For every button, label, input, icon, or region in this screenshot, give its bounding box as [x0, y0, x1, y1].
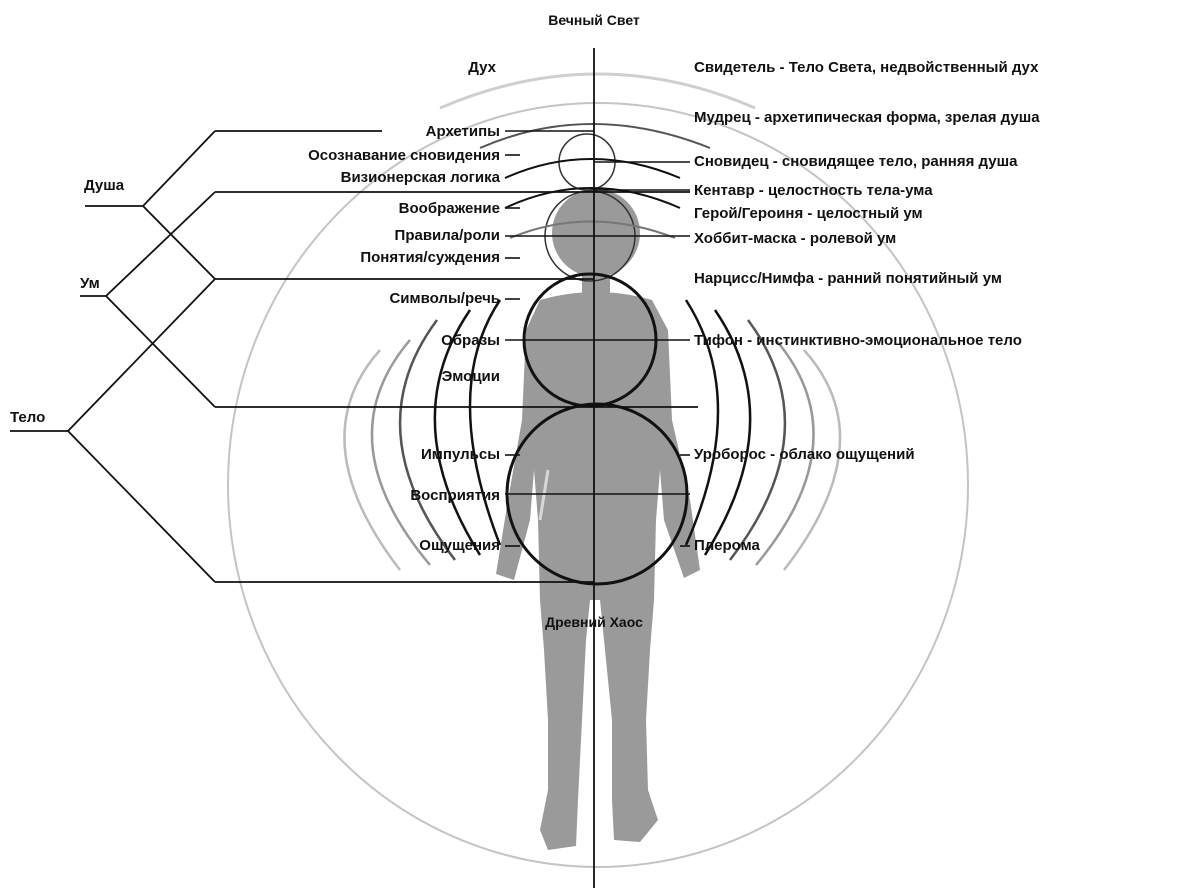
horizontal-lines: [505, 130, 690, 495]
right-label-hero: Герой/Героиня - целостный ум: [694, 205, 923, 222]
left-label-archetypes: Архетипы: [426, 123, 500, 140]
label-stubs: [505, 154, 690, 547]
level-brackets: [10, 130, 698, 583]
left-label-perceptions: Восприятия: [410, 487, 500, 504]
right-label-hobbit: Хоббит-маска - ролевой ум: [694, 230, 896, 247]
left-label-symbols-speech: Символы/речь: [389, 290, 500, 307]
left-label-dream-awareness: Осознавание сновидения: [308, 147, 500, 164]
left-label-impulses: Импульсы: [421, 446, 500, 463]
level-spirit: Дух: [468, 59, 496, 76]
right-label-pleroma: Плерома: [694, 537, 760, 554]
right-label-dreamer: Сновидец - сновидящее тело, ранняя душа: [694, 153, 1018, 170]
left-label-sensations: Ощущения: [419, 537, 500, 554]
left-label-concepts: Понятия/суждения: [360, 249, 500, 266]
right-label-sage: Мудрец - архетипическая форма, зрелая ду…: [694, 109, 1040, 126]
title-ancient-chaos: Древний Хаос: [545, 614, 643, 630]
right-label-centaur: Кентавр - целостность тела-ума: [694, 182, 933, 199]
level-soul: Душа: [84, 177, 125, 194]
level-body: Тело: [10, 409, 45, 426]
left-label-vision-logic: Визионерская логика: [341, 169, 501, 186]
figure-highlight: [538, 469, 550, 521]
human-figure: [496, 189, 700, 850]
outer-aura-ellipse: [227, 102, 969, 868]
right-label-witness: Свидетель - Тело Света, недвойственный д…: [694, 59, 1039, 76]
right-curves: [684, 299, 842, 571]
right-label-uroboros: Уроборос - облако ощущений: [694, 446, 915, 463]
left-label-images: Образы: [441, 332, 500, 349]
title-eternal-light: Вечный Свет: [548, 12, 640, 28]
level-mind: Ум: [80, 275, 100, 292]
top-halo-arc: [439, 72, 756, 110]
left-label-emotions: Эмоции: [442, 368, 500, 385]
right-label-narcissus: Нарцисс/Нимфа - ранний понятийный ум: [694, 270, 1002, 287]
head-arcs: [479, 123, 711, 239]
left-label-imagination: Воображение: [399, 200, 500, 217]
left-label-rules-roles: Правила/роли: [395, 227, 500, 244]
right-label-typhon: Тифон - инстинктивно-эмоциональное тело: [694, 332, 1022, 349]
